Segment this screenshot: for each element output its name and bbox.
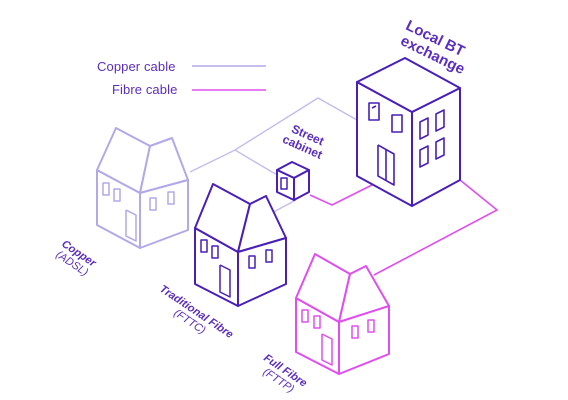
street-cabinet [276,161,310,201]
fibre-cable-network [309,179,499,276]
exchange-building [356,57,461,207]
fttp-house [295,253,390,375]
legend-copper-label: Copper cable [97,59,176,74]
fttc-house [194,183,287,307]
copper-house [96,127,189,249]
legend-fibre-label: Fibre cable [112,82,178,97]
